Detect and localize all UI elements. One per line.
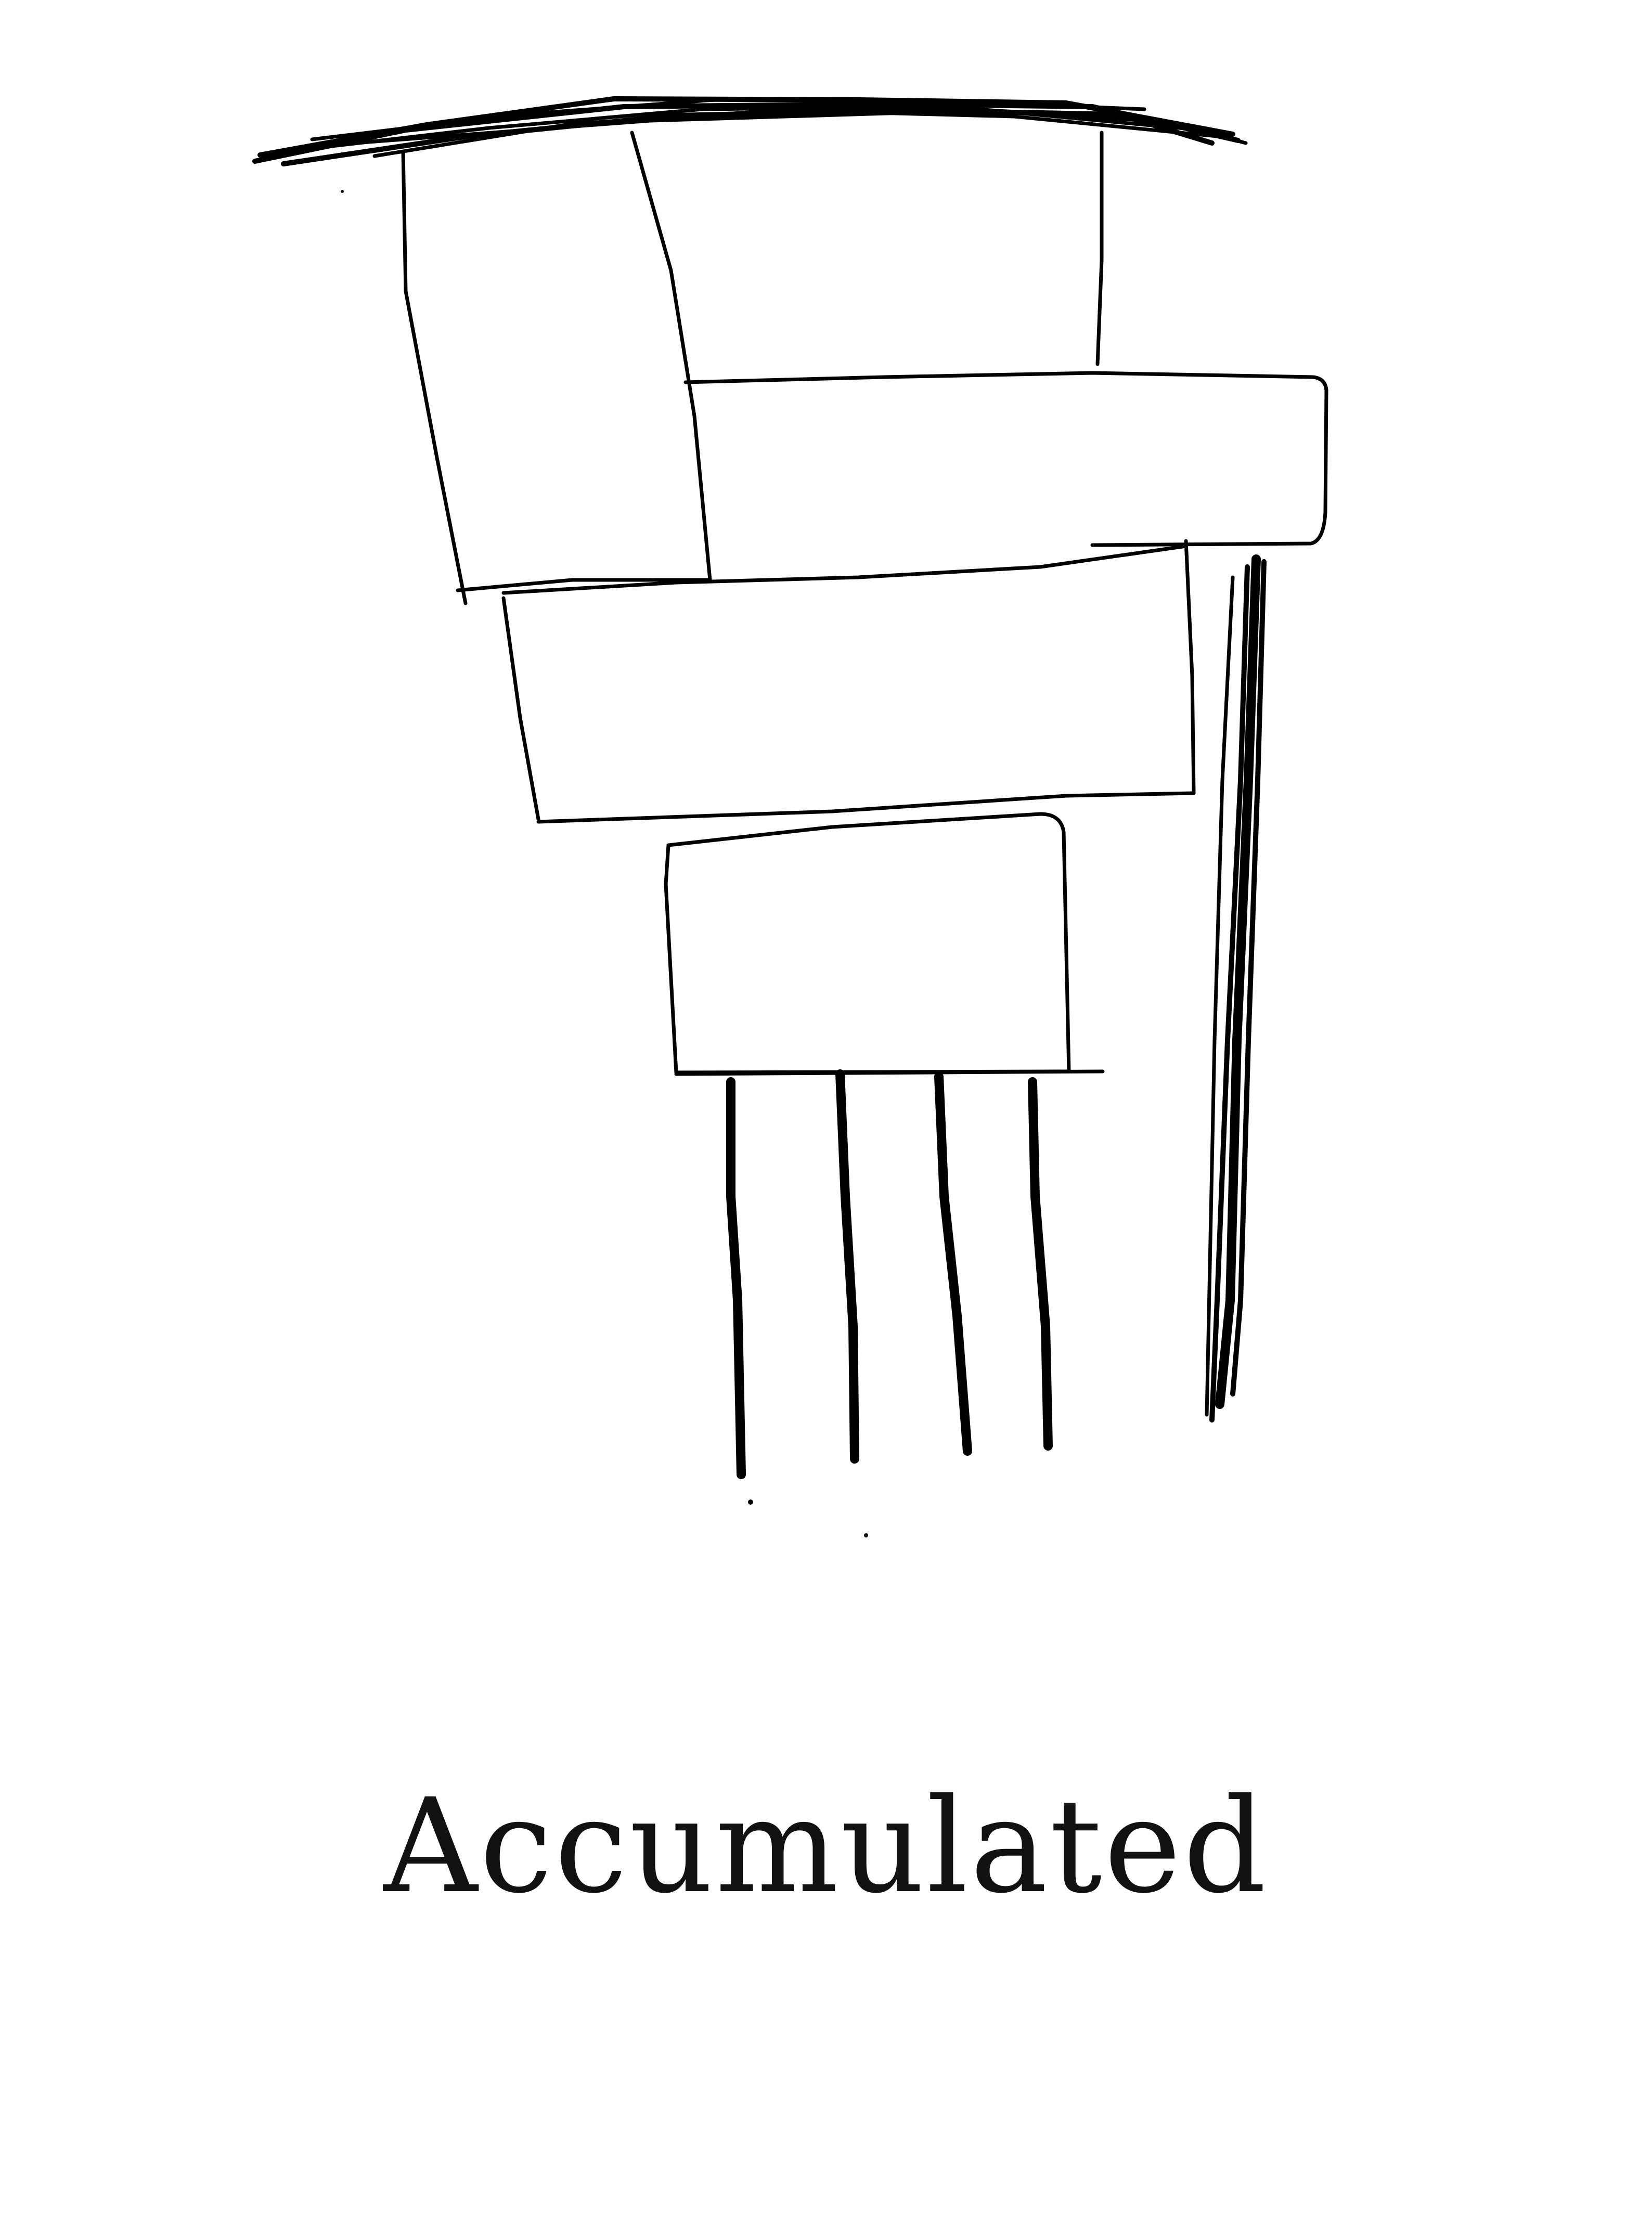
dot-marker-1 [748, 1499, 753, 1505]
block-upper-right [683, 371, 1328, 547]
tall-right-post [1205, 554, 1267, 1423]
block-middle [501, 544, 1188, 595]
caption-title: Accumulated [383, 1770, 1269, 1922]
top-beam-scribble [252, 96, 1248, 166]
dot-marker-3 [341, 190, 344, 193]
leg-1 [726, 1077, 746, 1479]
beam-left-post [401, 150, 468, 605]
leg-3 [934, 1072, 972, 1456]
block-lower-base-line [674, 1069, 1105, 1076]
block-middle-left-side [501, 596, 540, 821]
dot-marker-2 [864, 1533, 868, 1537]
block-lower [664, 812, 1071, 1075]
block-upper-left [456, 131, 712, 592]
beam-right-post [1095, 131, 1104, 366]
block-middle-right-side [536, 539, 1196, 824]
leg-4 [1028, 1077, 1053, 1451]
legs [726, 1069, 1053, 1479]
leg-2 [835, 1069, 859, 1464]
